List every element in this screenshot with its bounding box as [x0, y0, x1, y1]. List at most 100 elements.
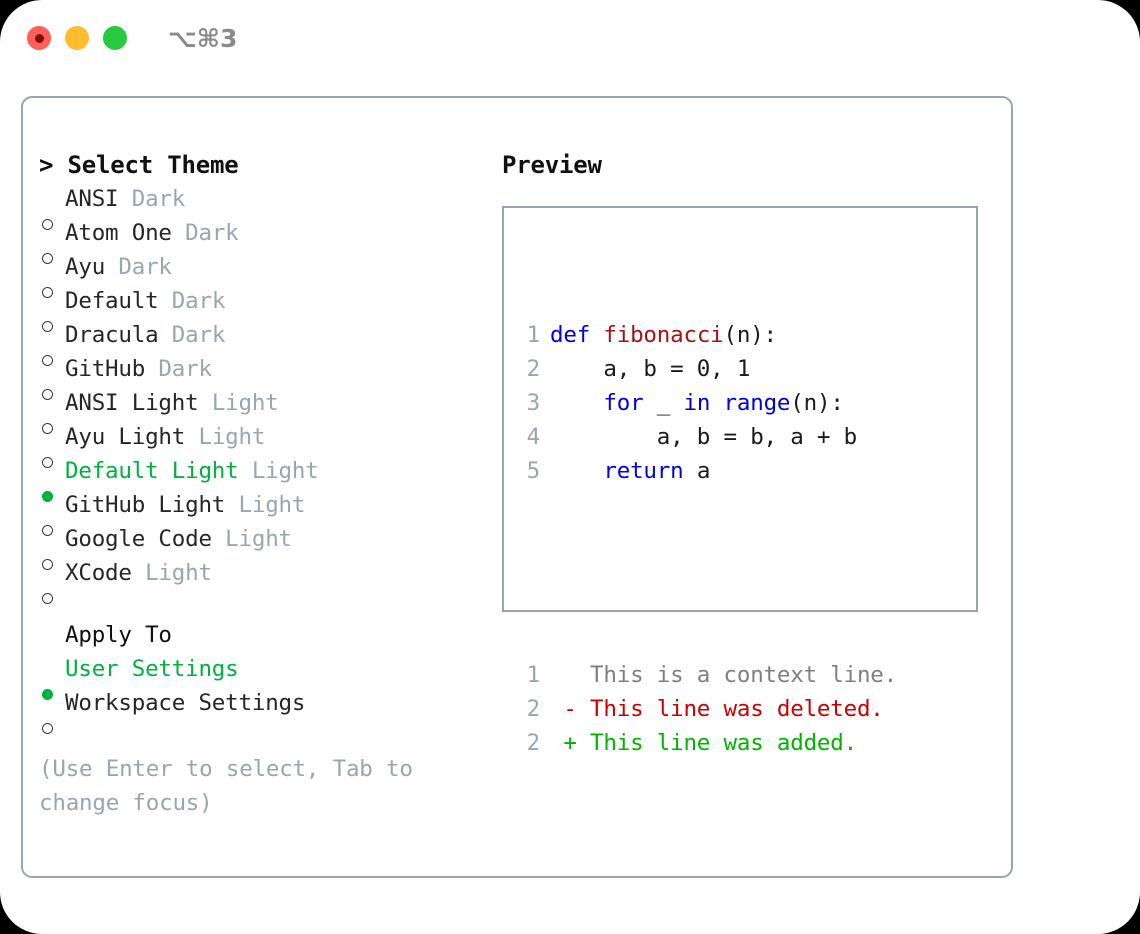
section-spacer: [39, 590, 469, 618]
diff-sample: 1 This is a context line.2 - This line w…: [516, 658, 898, 760]
code-source: a, b = 0, 1: [550, 352, 750, 386]
apply-option-name: Workspace Settings: [65, 690, 306, 716]
code-source: a, b = b, a + b: [550, 420, 857, 454]
theme-item-name: GitHub Light: [65, 492, 226, 518]
diff-source: - This line was deleted.: [550, 692, 884, 726]
token-kw: for: [603, 390, 644, 416]
preview-header: Preview: [502, 151, 602, 179]
diff-line: 2 - This line was deleted.: [516, 692, 897, 726]
token-plain: [550, 458, 603, 484]
token-plain: a: [683, 458, 711, 484]
code-source: def fibonacci(n):: [550, 318, 777, 352]
theme-mode-tag: Dark: [105, 254, 172, 280]
theme-mode-tag: Light: [185, 424, 266, 450]
theme-item-name: Atom One: [65, 220, 172, 246]
theme-item-name: Google Code: [65, 526, 212, 552]
theme-mode-tag: Light: [238, 458, 319, 484]
theme-item-name: ANSI Light: [65, 390, 199, 416]
theme-item-row[interactable]: ANSI Dark: [39, 182, 469, 230]
diff-line: 1 This is a context line.: [516, 658, 898, 692]
theme-item-name: XCode: [65, 560, 132, 586]
code-line: 1 def fibonacci(n):: [516, 318, 897, 352]
token-plain: a, b = b, a + b: [550, 424, 857, 450]
theme-mode-tag: Dark: [158, 322, 226, 348]
theme-list-header: > Select Theme: [39, 151, 239, 179]
theme-mode-tag: Light: [131, 560, 212, 586]
zoom-button-icon[interactable]: [103, 26, 127, 50]
apply-to-label: Apply To: [65, 622, 172, 648]
apply-option-row[interactable]: User Settings: [39, 652, 469, 700]
code-line: 2 a, b = 0, 1: [516, 352, 897, 386]
theme-item-row[interactable]: Default Dark: [39, 284, 469, 332]
title-bar: ⌥⌘3: [0, 0, 1140, 78]
token-kw: in: [683, 390, 711, 416]
code-diff-separator: [516, 556, 897, 590]
window-controls: [27, 26, 127, 50]
theme-item-row[interactable]: Dracula Dark: [39, 318, 469, 366]
theme-item-row[interactable]: Atom One Dark: [39, 216, 469, 264]
theme-item-row[interactable]: GitHub Dark: [39, 352, 469, 400]
line-number: 1: [526, 322, 541, 348]
line-number: 2: [526, 730, 541, 756]
token-plain: [550, 390, 603, 416]
token-ctx: This is a context line.: [550, 662, 897, 688]
diff-line: 2 + This line was added.: [516, 726, 897, 760]
minimize-button-icon[interactable]: [65, 26, 89, 50]
theme-item-name: Dracula: [65, 322, 159, 348]
token-plain: [710, 390, 723, 416]
theme-mode-tag: Light: [225, 492, 306, 518]
code-line: 4 a, b = b, a + b: [516, 420, 897, 454]
code-line: 5 return a: [516, 454, 897, 488]
theme-item-name: ANSI: [65, 186, 119, 212]
theme-item-row[interactable]: ANSI Light Light: [39, 386, 469, 434]
line-number: 1: [526, 662, 541, 688]
theme-item-row[interactable]: Ayu Light Light: [39, 420, 469, 468]
line-number: 5: [526, 458, 541, 484]
theme-mode-tag: Light: [198, 390, 279, 416]
theme-item-name: Default: [65, 288, 159, 314]
token-plain: (n):: [790, 390, 844, 416]
code-source: return a: [550, 454, 710, 488]
diff-source: This is a context line.: [550, 658, 897, 692]
line-number: 2: [526, 696, 541, 722]
token-kw: range: [723, 390, 791, 416]
apply-option-name: User Settings: [65, 656, 239, 682]
theme-mode-tag: Dark: [118, 186, 186, 212]
close-button-icon[interactable]: [27, 26, 51, 50]
token-plain: a, b = 0, 1: [550, 356, 751, 382]
token-kw: return: [603, 458, 684, 484]
theme-item-row[interactable]: XCode Light: [39, 556, 469, 604]
diff-source: + This line was added.: [550, 726, 857, 760]
line-number: 2: [526, 356, 541, 382]
theme-mode-tag: Dark: [145, 356, 212, 382]
theme-item-row[interactable]: Google Code Light: [39, 522, 469, 570]
theme-item-name: Default Light: [65, 458, 239, 484]
theme-item-name: GitHub: [65, 356, 146, 382]
token-kw: def: [550, 322, 604, 348]
theme-item-name: Ayu Light: [65, 424, 186, 450]
theme-mode-tag: Dark: [171, 220, 239, 246]
token-plain: (n):: [723, 322, 778, 348]
line-number: 4: [526, 424, 541, 450]
keyboard-hint-text: (Use Enter to select, Tab to change focu…: [39, 756, 413, 816]
keyboard-shortcut-label: ⌥⌘3: [168, 24, 238, 53]
theme-mode-tag: Light: [211, 526, 292, 552]
apply-option-row[interactable]: Workspace Settings: [39, 686, 469, 734]
theme-item-row[interactable]: Default Light Light: [39, 454, 469, 502]
line-number: 3: [526, 390, 541, 416]
theme-item-row[interactable]: Ayu Dark: [39, 250, 469, 298]
token-fn: fibonacci: [603, 322, 724, 348]
token-add: + This line was added.: [550, 730, 857, 756]
theme-item-row[interactable]: GitHub Light Light: [39, 488, 469, 536]
theme-item-name: Ayu: [65, 254, 106, 280]
token-plain: _: [643, 390, 684, 416]
